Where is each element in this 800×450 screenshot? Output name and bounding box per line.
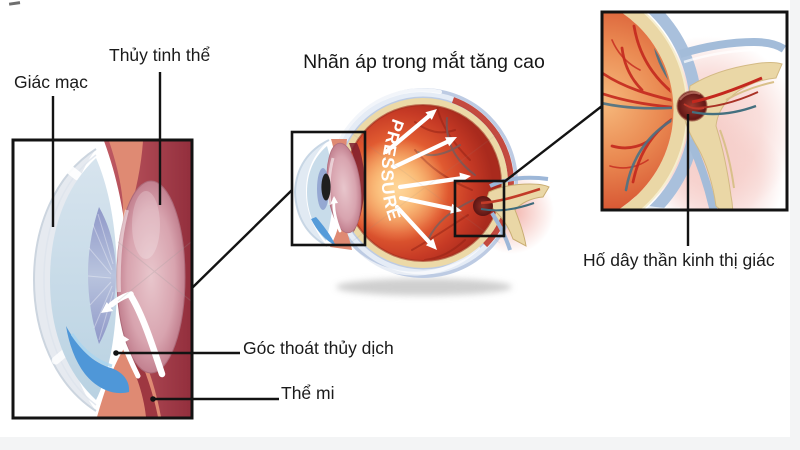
label-cornea: Giác mạc	[14, 72, 88, 92]
zoom-rect-optic-nerve	[453, 179, 506, 238]
pressure-glow	[345, 138, 449, 242]
left-detail-panel	[11, 138, 194, 420]
bottom-margin-strip	[0, 437, 800, 450]
zoom-rect-anterior	[290, 130, 367, 247]
sclera-gloss-top	[338, 88, 442, 142]
label-ciliary-body: Thể mi	[281, 383, 335, 403]
label-drainage-angle: Góc thoát thủy dịch	[243, 338, 394, 358]
right-detail-panel	[600, 10, 789, 212]
eyeball-shadow	[336, 278, 512, 296]
center-eye-illustration: PRESSURE	[293, 88, 554, 296]
aqueous-flow-arrows	[101, 291, 166, 379]
pressure-arrows	[383, 109, 471, 250]
watermark-lines-left	[117, 241, 191, 302]
connector-right	[503, 105, 603, 183]
ciliary-top	[109, 141, 143, 240]
aqueous-angle	[66, 326, 130, 394]
right-margin-strip	[790, 0, 800, 450]
cornea-shell	[34, 149, 96, 411]
pupil-center	[321, 173, 331, 201]
retina-surface	[603, 13, 674, 209]
drainage-line-dot	[113, 350, 119, 356]
label-optic-cup: Hố dây thần kinh thị giác	[583, 250, 775, 270]
sclera-gloss-bottom	[353, 246, 480, 276]
optic-disc-center	[473, 196, 493, 216]
corner-artifact-mark	[8, 1, 21, 6]
annotation-lines	[51, 72, 690, 401]
connector-left	[191, 189, 293, 289]
ciliary-line-dot	[150, 396, 156, 402]
optic-nerve-center	[473, 175, 550, 251]
diagram-title: Nhãn áp trong mắt tăng cao	[303, 51, 545, 73]
label-lens: Thủy tinh thể	[109, 45, 211, 65]
anterior-segment-center	[293, 139, 365, 250]
watermark-lines-center	[349, 131, 501, 244]
